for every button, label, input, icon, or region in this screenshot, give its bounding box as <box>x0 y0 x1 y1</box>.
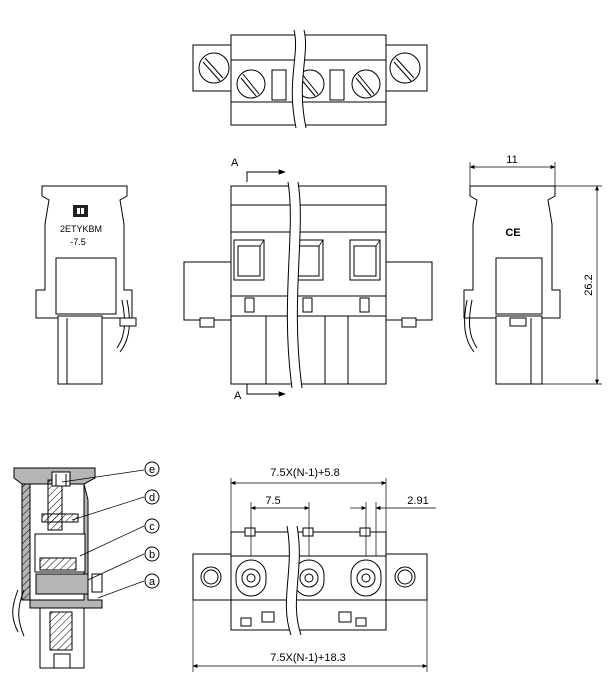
screw-head-left <box>198 52 230 84</box>
dim-overall-width: 7.5X(N-1)+18.3 <box>270 652 346 664</box>
screw-terminal-1 <box>236 69 266 99</box>
dim-top-width: 11 <box>506 154 517 166</box>
ce-mark: CE <box>505 227 520 239</box>
front-view: A A <box>183 157 433 402</box>
mounting-hole-right <box>394 566 416 588</box>
wire-entry-3 <box>349 239 381 281</box>
right-side-view: CE 11 26.2 <box>463 154 602 385</box>
product-label-icon <box>73 205 88 217</box>
cross-section-view <box>12 467 145 669</box>
pin-1 <box>235 559 267 597</box>
screw-terminal-3 <box>351 69 381 99</box>
callout-c: c <box>144 518 160 534</box>
product-label-line2: -7.5 <box>70 237 86 247</box>
section-mark-top: A <box>231 157 239 169</box>
product-label-line1: 2ETYKBM <box>60 224 102 234</box>
svg-text:d: d <box>149 492 155 504</box>
mounting-hole-left <box>200 566 222 588</box>
dim-height: 26.2 <box>583 274 595 295</box>
bottom-view: 7.5X(N-1)+5.8 7.5 2.91 7.5X(N-1)+18.3 <box>192 467 436 672</box>
svg-text:e: e <box>149 464 155 476</box>
dim-pitch-span: 7.5X(N-1)+5.8 <box>270 467 339 479</box>
dim-pitch: 7.5 <box>265 495 280 507</box>
svg-text:a: a <box>149 576 156 588</box>
pin-3 <box>350 559 382 597</box>
dim-offset: 2.91 <box>407 495 428 507</box>
callout-d: d <box>144 489 160 505</box>
svg-text:c: c <box>149 521 155 533</box>
callout-b: b <box>144 546 160 562</box>
screw-head-right <box>389 52 421 84</box>
wire-entry-1 <box>233 239 265 281</box>
left-side-view: 2ETYKBM -7.5 <box>35 185 137 385</box>
section-mark-bottom: A <box>234 390 242 402</box>
top-view <box>192 29 428 129</box>
callout-e: e <box>144 461 160 477</box>
pin-2 <box>293 559 325 597</box>
svg-text:b: b <box>149 549 155 561</box>
callout-a: a <box>144 573 160 589</box>
